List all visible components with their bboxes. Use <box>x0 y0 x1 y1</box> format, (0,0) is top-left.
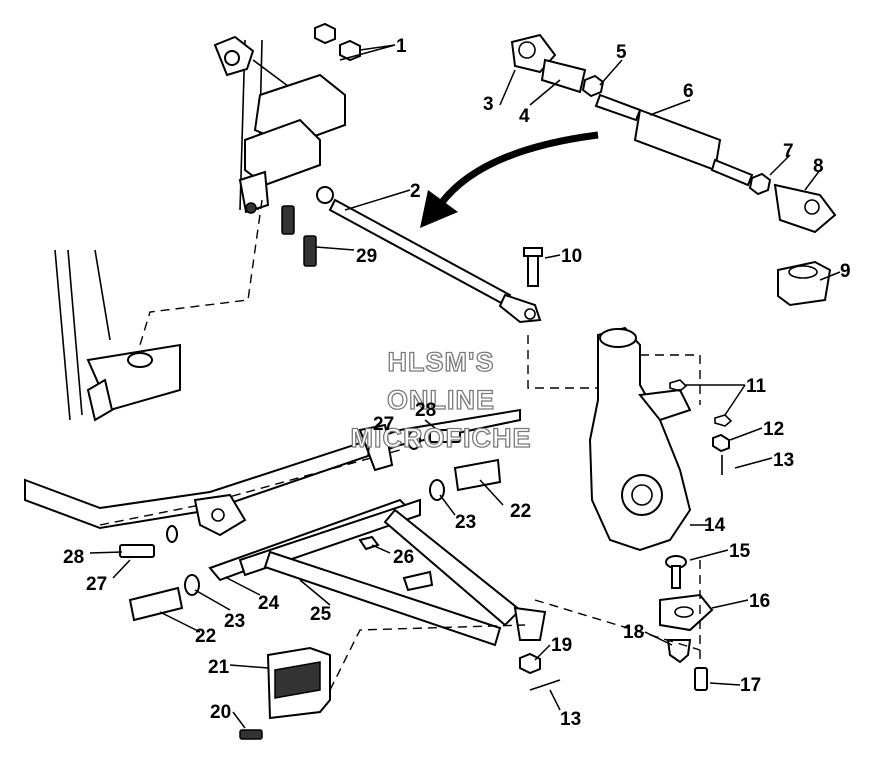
watermark-line-1: HLSM'S <box>388 347 495 377</box>
callout-3: 3 <box>483 94 494 115</box>
bolts-item-28 <box>119 429 461 558</box>
ball-joint-items-15-18 <box>659 555 714 691</box>
upper-mount-bracket <box>139 35 346 346</box>
callout-26: 26 <box>393 547 414 568</box>
callout-22-right: 22 <box>510 501 531 522</box>
tie-rod-assembly <box>510 33 837 234</box>
washers-item-27 <box>166 430 421 543</box>
watermark: HLSM'S ONLINE MICROFICHE <box>350 346 532 453</box>
watermark-line-3: MICROFICHE <box>351 423 532 453</box>
callout-22-left: 22 <box>195 626 216 647</box>
callout-15: 15 <box>729 541 751 562</box>
callout-7: 7 <box>783 141 794 162</box>
callout-19: 19 <box>551 635 572 656</box>
callout-2: 2 <box>410 181 421 202</box>
bolts-item-29 <box>281 205 317 267</box>
frame-tube-icon <box>54 249 181 422</box>
spindle-icon <box>527 326 733 552</box>
callout-labels: 1 2 3 4 5 6 7 8 9 10 11 12 13 14 15 16 1… <box>63 36 851 730</box>
callout-17: 17 <box>740 675 761 696</box>
curved-arrow-icon <box>420 131 599 228</box>
nuts-item-1 <box>314 22 361 62</box>
callout-23-right: 23 <box>455 512 476 533</box>
bushing-item-9 <box>777 260 832 307</box>
callout-10: 10 <box>561 246 582 267</box>
callout-23-left: 23 <box>224 611 245 632</box>
a-arm-items-22-25 <box>128 458 547 647</box>
callout-8: 8 <box>813 156 824 177</box>
callout-27-top: 27 <box>373 414 394 435</box>
callout-1: 1 <box>396 36 407 57</box>
callout-5: 5 <box>616 42 627 63</box>
callout-14: 14 <box>704 515 726 536</box>
callout-25: 25 <box>310 604 332 625</box>
callout-12: 12 <box>763 419 784 440</box>
callout-11: 11 <box>746 376 767 397</box>
frame-rail <box>24 408 521 537</box>
callout-24: 24 <box>258 593 280 614</box>
callout-28-left: 28 <box>63 547 84 568</box>
callout-29: 29 <box>356 246 377 267</box>
callout-9: 9 <box>840 261 851 282</box>
callout-20: 20 <box>210 702 231 723</box>
bolt-item-10 <box>523 247 543 287</box>
callout-28-top: 28 <box>415 400 436 421</box>
callout-18: 18 <box>623 622 644 643</box>
callout-13-bottom: 13 <box>560 709 581 730</box>
items-19-21 <box>239 624 561 740</box>
callout-27-left: 27 <box>86 574 107 595</box>
callout-6: 6 <box>683 81 694 102</box>
leader-lines <box>89 44 841 729</box>
callout-21: 21 <box>208 657 230 678</box>
watermark-line-2: ONLINE <box>387 385 495 415</box>
callout-13-top: 13 <box>773 450 794 471</box>
callout-4: 4 <box>519 106 530 127</box>
callout-16: 16 <box>749 591 770 612</box>
tie-rod-item-2 <box>316 186 542 324</box>
